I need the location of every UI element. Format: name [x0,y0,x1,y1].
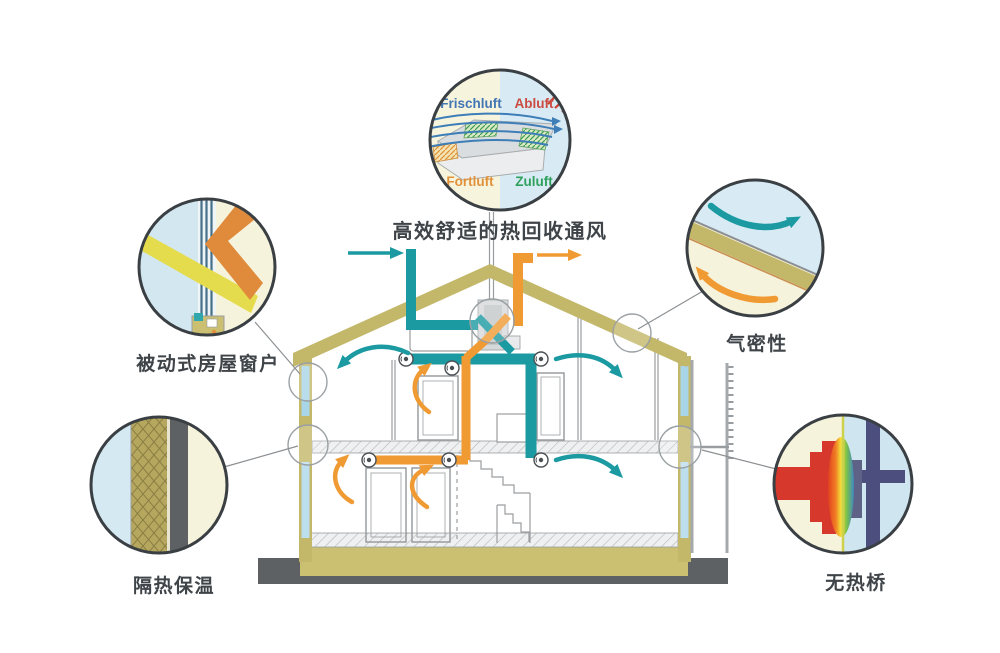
callout-ventilation: Frischluft Abluft Fortluft Zuluft [428,68,572,212]
exterior-walls [299,356,691,562]
label-fortluft: Fortluft [446,174,494,189]
left-window-upper [301,366,310,416]
caption-airtightness: 气密性 [726,334,788,355]
circle-ring [137,197,277,337]
upper-cabinet [496,413,528,443]
roof-layer [687,218,823,298]
leader-lines [223,290,777,470]
extract-duct-out [513,253,533,326]
ring-insulation-detail [287,424,329,466]
caption-insulation: 隔热保温 [132,576,216,597]
caption-thermal-bridge: 无热桥 [825,573,887,594]
ring-airtight-detail [612,313,652,353]
reflected-heat-arrow [205,199,263,300]
caption-ventilation: 高效舒适的热回收通风 [392,221,608,243]
right-window-upper [680,366,689,416]
detail-rings [287,298,702,469]
fan-icon [533,351,549,367]
upper-door-right [536,372,565,441]
ring-thermal-bridge-detail [658,425,702,469]
caption-window: 被动式房屋窗户 [136,354,280,375]
structural-post [866,415,880,553]
left-window-lower [301,462,310,538]
ventilation-ducts [348,247,582,465]
filter-panel-green [463,121,499,139]
fresh-air-streams [430,112,555,149]
filter-panel-green [518,127,550,151]
outdoor-structure-right [690,360,734,553]
airflow-arrows [332,344,624,510]
chimney-line [488,212,495,302]
circle-ring [89,415,229,555]
foundation-slab [300,545,688,576]
ring-unit-detail [469,298,515,344]
heat-flow-arrow [774,441,836,534]
supply-arrow-ground-right [553,453,624,479]
fan-icon [533,452,549,468]
label-frischluft: Frischluft [440,96,502,111]
membrane-line [687,215,823,280]
callout-window [137,197,277,337]
extract-duct-crossover [463,313,511,361]
fan-icon [361,452,377,468]
ground-door-right [411,467,451,543]
mid-floor-slab [311,440,679,454]
house-cross-section [223,212,777,584]
attic-cabinet [409,326,473,352]
inside-airflow-arrow [695,266,779,304]
right-window-lower [680,462,689,538]
callout-airtightness [685,178,825,318]
interior-air-layer [91,417,131,553]
insulation-layer [131,417,167,553]
wall-core-layer [170,417,188,553]
callout-thermal-bridge [772,413,914,555]
circle-ring [428,68,572,212]
outside-airflow-arrow [707,202,801,231]
fan-icon [441,452,457,468]
ground-floor-slab [309,532,679,548]
fan-icon [444,360,460,376]
triple-glazing [200,199,213,318]
label-zuluft: Zuluft [515,174,553,189]
upper-door-left [417,375,459,441]
interior-walls-doors [365,306,659,543]
supply-arrow-attic-right [553,352,623,379]
supply-arrow-attic-left [336,344,411,370]
circle-ring [772,413,914,555]
exchanger-box-front [437,140,546,181]
temperature-gradient [828,437,854,537]
callout-insulation [89,415,229,555]
stairs-lower-flight [497,504,530,542]
ground-door-left [365,467,407,543]
supply-duct-intake [406,249,478,330]
circle-ring [685,178,825,318]
sunlight-ray [139,231,258,313]
extract-arrow-ground-mid [409,464,435,510]
extract-arrow-ground-left [332,454,355,505]
label-abluft: Abluft [515,96,554,111]
extract-arrow-upper [412,362,432,415]
